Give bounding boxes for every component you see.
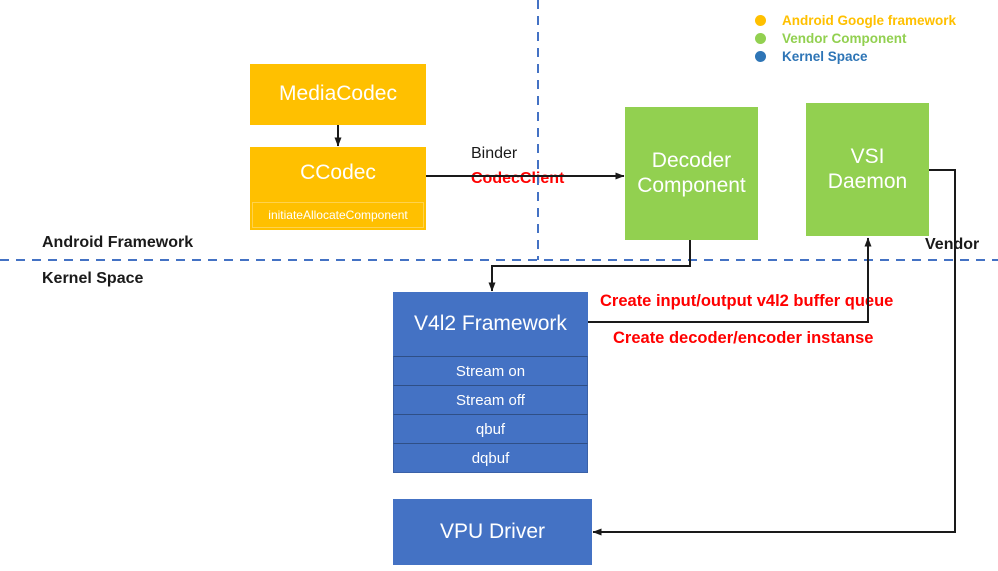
node-v4l2-subrow-dqbuf[interactable]: dqbuf xyxy=(393,443,588,473)
node-ccodec-title: CCodec xyxy=(300,161,376,184)
legend-item-android: Android Google framework xyxy=(755,12,995,29)
node-v4l2-framework-title: V4l2 Framework xyxy=(414,311,567,335)
zone-label-vendor: Vendor xyxy=(925,236,980,253)
annotation-create-instance: Create decoder/encoder instanse xyxy=(613,329,874,347)
node-decoder-component[interactable]: Decoder Component xyxy=(625,107,758,240)
legend-label-kernel: Kernel Space xyxy=(782,49,868,64)
edge-label-codecclient: CodecClient xyxy=(471,170,565,187)
node-v4l2-subrow-qbuf[interactable]: qbuf xyxy=(393,414,588,443)
node-vsi-daemon[interactable]: VSI Daemon xyxy=(806,103,929,236)
node-vsi-daemon-title: VSI Daemon xyxy=(827,145,908,193)
annotation-create-buffer-queue: Create input/output v4l2 buffer queue xyxy=(600,292,894,310)
node-v4l2-subrow-stream-off[interactable]: Stream off xyxy=(393,385,588,414)
legend: Android Google framework Vendor Componen… xyxy=(755,12,995,66)
legend-dot-icon xyxy=(755,33,766,44)
legend-item-vendor: Vendor Component xyxy=(755,30,995,47)
node-vpu-driver[interactable]: VPU Driver xyxy=(393,499,592,565)
legend-label-vendor: Vendor Component xyxy=(782,31,907,46)
zone-label-android-framework: Android Framework xyxy=(42,234,194,251)
arrow-decoder-component-to-v4l2 xyxy=(488,240,691,292)
node-mediacodec-title: MediaCodec xyxy=(279,82,397,106)
zone-label-kernel-space: Kernel Space xyxy=(42,270,144,287)
node-decoder-component-title: Decoder Component xyxy=(637,149,746,197)
legend-item-kernel: Kernel Space xyxy=(755,48,995,65)
node-ccodec-subrow-initiateallocatecomponent[interactable]: initiateAllocateComponent xyxy=(252,202,424,228)
node-mediacodec[interactable]: MediaCodec xyxy=(250,64,426,125)
node-vpu-driver-title: VPU Driver xyxy=(439,519,545,543)
node-v4l2-framework[interactable]: V4l2 Framework xyxy=(393,292,588,356)
legend-dot-icon xyxy=(755,51,766,62)
edge-label-binder: Binder xyxy=(471,145,518,162)
legend-label-android: Android Google framework xyxy=(782,13,957,28)
node-v4l2-subrow-stream-on[interactable]: Stream on xyxy=(393,356,588,385)
legend-dot-icon xyxy=(755,15,766,26)
